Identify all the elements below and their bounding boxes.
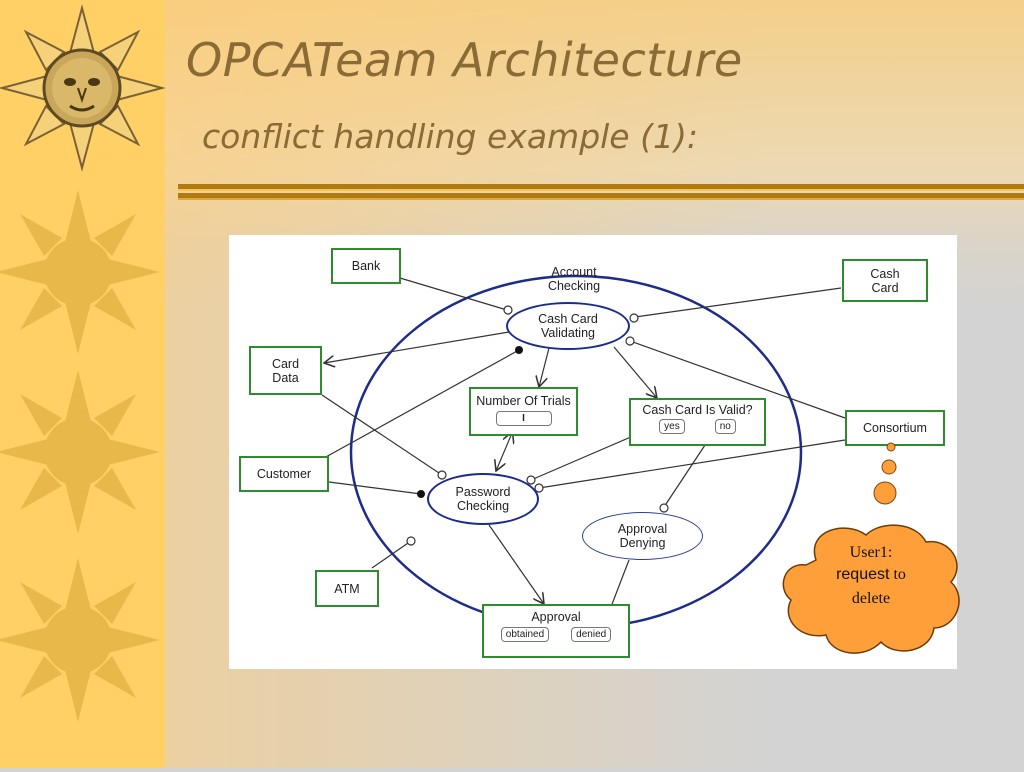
- process-cash-card-validating-line1: Cash Card: [538, 312, 598, 326]
- sun-icon: [0, 558, 160, 722]
- account-checking-label-line1: Account: [551, 265, 597, 279]
- account-checking-label: Account Checking: [534, 265, 614, 293]
- approval-states: obtained denied: [500, 627, 612, 642]
- process-approval-denying-line1: Approval: [617, 522, 668, 536]
- object-card-data-label-line1: Card: [271, 356, 300, 371]
- process-password-checking-line1: Password: [455, 485, 511, 499]
- object-cash-card-label-line2: Card: [871, 280, 899, 295]
- object-cash-card-is-valid-label: Cash Card Is Valid?: [642, 403, 753, 417]
- callout-line2-rest: to: [889, 566, 906, 583]
- object-consortium[interactable]: Consortium: [845, 410, 945, 446]
- number-of-trials-value: I: [495, 411, 552, 426]
- cash-card-is-valid-states: yes no: [659, 419, 736, 434]
- object-number-of-trials[interactable]: Number Of Trials I: [469, 387, 578, 436]
- account-checking-label-line2: Checking: [547, 279, 601, 293]
- state-yes[interactable]: yes: [659, 419, 685, 434]
- sun-icon: [0, 190, 160, 354]
- process-password-checking-line2: Checking: [456, 499, 510, 513]
- object-atm[interactable]: ATM: [315, 570, 379, 607]
- callout-line2: request to: [776, 564, 966, 586]
- object-bank-label: Bank: [351, 259, 381, 273]
- object-number-of-trials-label: Number Of Trials: [476, 394, 571, 408]
- callout-line3: delete: [851, 590, 891, 607]
- object-card-data-label-line2: Data: [272, 370, 299, 385]
- cloud-shape: [782, 524, 960, 654]
- title-divider: [178, 184, 1024, 200]
- process-cash-card-validating[interactable]: Cash Card Validating: [506, 302, 630, 350]
- callout-request-word: request: [836, 566, 890, 583]
- object-cash-card[interactable]: Cash Card: [842, 259, 928, 302]
- opm-diagram: Account Checking Bank Cash Card Card Dat…: [229, 235, 957, 669]
- object-customer-label: Customer: [256, 467, 312, 481]
- object-card-data[interactable]: Card Data: [249, 346, 322, 395]
- object-approval-label: Approval: [531, 610, 581, 624]
- process-approval-denying-line2: Denying: [619, 536, 666, 550]
- slide-subtitle: conflict handling example (1):: [202, 117, 698, 156]
- object-customer[interactable]: Customer: [239, 456, 329, 492]
- object-atm-label: ATM: [334, 581, 360, 596]
- state-no[interactable]: no: [714, 419, 736, 434]
- sun-face-icon: [0, 4, 166, 172]
- object-bank[interactable]: Bank: [331, 248, 401, 284]
- process-approval-denying[interactable]: Approval Denying: [582, 512, 703, 560]
- sun-icon: [0, 370, 160, 534]
- sun-decorations: [0, 4, 166, 722]
- diagram-links: [321, 274, 846, 630]
- object-consortium-label: Consortium: [863, 421, 927, 435]
- callout-line1: User1:: [849, 544, 893, 561]
- object-cash-card-label-line1: Cash: [870, 266, 900, 281]
- state-denied[interactable]: denied: [571, 627, 612, 642]
- slide-title: OPCATeam Architecture: [186, 33, 743, 87]
- object-approval[interactable]: Approval obtained denied: [482, 604, 630, 658]
- state-obtained[interactable]: obtained: [500, 627, 550, 642]
- sidebar-panel: [0, 0, 166, 768]
- process-password-checking[interactable]: Password Checking: [427, 473, 539, 525]
- process-cash-card-validating-line2: Validating: [541, 326, 595, 340]
- object-cash-card-is-valid[interactable]: Cash Card Is Valid? yes no: [629, 398, 766, 446]
- thought-cloud-callout: User1: request to delete: [776, 520, 966, 660]
